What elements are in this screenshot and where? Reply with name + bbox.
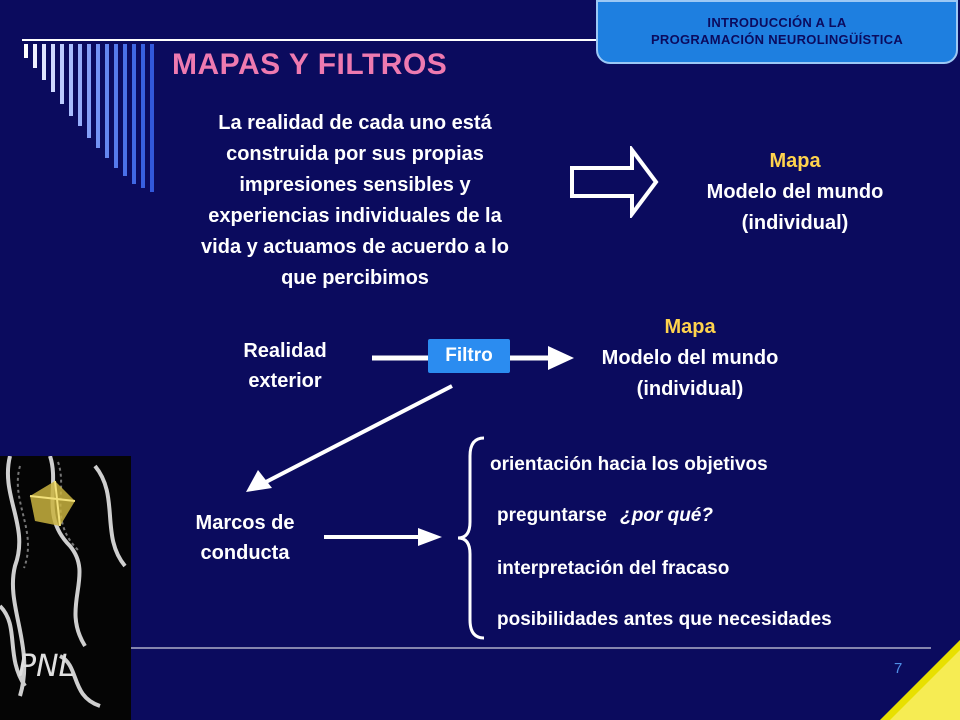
frames-item-text: preguntarse	[497, 505, 607, 526]
map-flow: Mapa Modelo del mundo (individual)	[570, 312, 810, 405]
pnl-logo-text: PNL	[18, 649, 75, 684]
corner-accent	[880, 640, 960, 720]
map-flow-heading: Mapa	[664, 316, 716, 338]
frames-label-line2: conducta	[200, 542, 290, 564]
reality-line1: Realidad	[243, 340, 327, 362]
diagonal-arrow-icon	[246, 384, 453, 492]
frames-item: orientación hacia los objetivos	[490, 454, 768, 475]
intro-paragraph: La realidad de cada uno está construida …	[150, 108, 560, 294]
decorative-bars	[22, 39, 160, 192]
map-top-line2: (individual)	[741, 212, 849, 234]
map-top: Mapa Modelo del mundo (individual)	[660, 146, 930, 239]
frames-arrow-icon	[324, 528, 442, 546]
frames-item: preguntarse ¿por qué?	[497, 505, 713, 527]
map-flow-line1: Modelo del mundo	[601, 347, 779, 369]
page-title: MAPAS Y FILTROS	[172, 48, 448, 81]
frames-item: interpretación del fracaso	[497, 558, 730, 579]
intro-line: vida y actuamos de acuerdo a lo	[201, 236, 509, 258]
map-flow-line2: (individual)	[636, 378, 744, 400]
badge-line-2: PROGRAMACIÓN NEUROLINGÜÍSTICA	[650, 32, 904, 47]
top-rule	[150, 39, 600, 41]
frames-label: Marcos de conducta	[160, 508, 330, 568]
intro-line: impresiones sensibles y	[239, 174, 471, 196]
intro-line: construida por sus propias	[226, 143, 484, 165]
badge-line-1: INTRODUCCIÓN A LA	[707, 15, 847, 30]
page-number: 7	[894, 660, 903, 677]
frames-label-line1: Marcos de	[195, 512, 295, 534]
map-top-line1: Modelo del mundo	[706, 181, 884, 203]
filter-box: Filtro	[428, 339, 510, 373]
intro-line: La realidad de cada uno está	[218, 112, 492, 134]
bottom-rule	[131, 647, 931, 649]
course-badge: INTRODUCCIÓN A LA PROGRAMACIÓN NEUROLING…	[596, 0, 958, 64]
neural-pattern-image: PNL	[0, 456, 131, 720]
intro-line: experiencias individuales de la	[208, 205, 502, 227]
frames-item-question: ¿por qué?	[620, 505, 713, 526]
map-top-heading: Mapa	[769, 150, 821, 172]
frames-item: posibilidades antes que necesidades	[497, 609, 832, 630]
brace-icon	[457, 436, 485, 640]
hollow-arrow-icon	[570, 146, 659, 218]
intro-line: que percibimos	[281, 267, 429, 289]
pnl-logo-panel: PNL	[0, 456, 131, 720]
reality-line2: exterior	[248, 370, 322, 392]
reality-exterior: Realidad exterior	[200, 336, 370, 396]
